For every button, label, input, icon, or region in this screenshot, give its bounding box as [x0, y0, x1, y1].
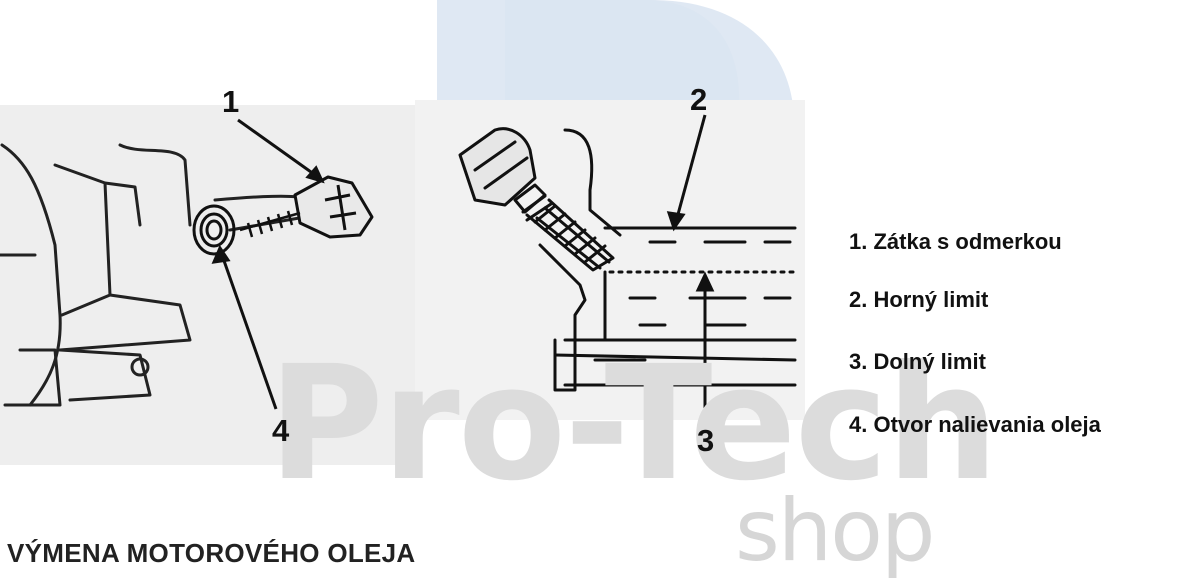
oil-level-illustration: [415, 100, 805, 420]
legend-item-3: 3. Dolný limit: [849, 349, 986, 374]
section-title: VÝMENA MOTOROVÉHO OLEJA: [7, 538, 416, 568]
legend-item-2: 2. Horný limit: [849, 287, 989, 312]
legend-item-1: 1. Zátka s odmerkou: [849, 229, 1062, 254]
dipstick-thread: [239, 210, 301, 238]
callout-number-2: 2: [690, 82, 708, 117]
callout-number-3: 3: [697, 423, 715, 458]
callout-number-1: 1: [222, 84, 240, 119]
leader-line-2: [675, 114, 707, 219]
engine-housing-edge: [0, 143, 62, 407]
engine-dipstick-illustration: [0, 105, 420, 465]
legend-item-4: 4. Otvor nalievania oleja: [849, 412, 1101, 437]
photo-background: [0, 105, 420, 465]
dipstick-cap-side: [458, 127, 537, 207]
oil-filler-hole: [192, 204, 236, 256]
leader-line-4: [220, 254, 278, 410]
callout-number-4: 4: [272, 413, 290, 448]
leader-line-1: [237, 118, 319, 179]
dipstick-cap: [293, 175, 374, 239]
